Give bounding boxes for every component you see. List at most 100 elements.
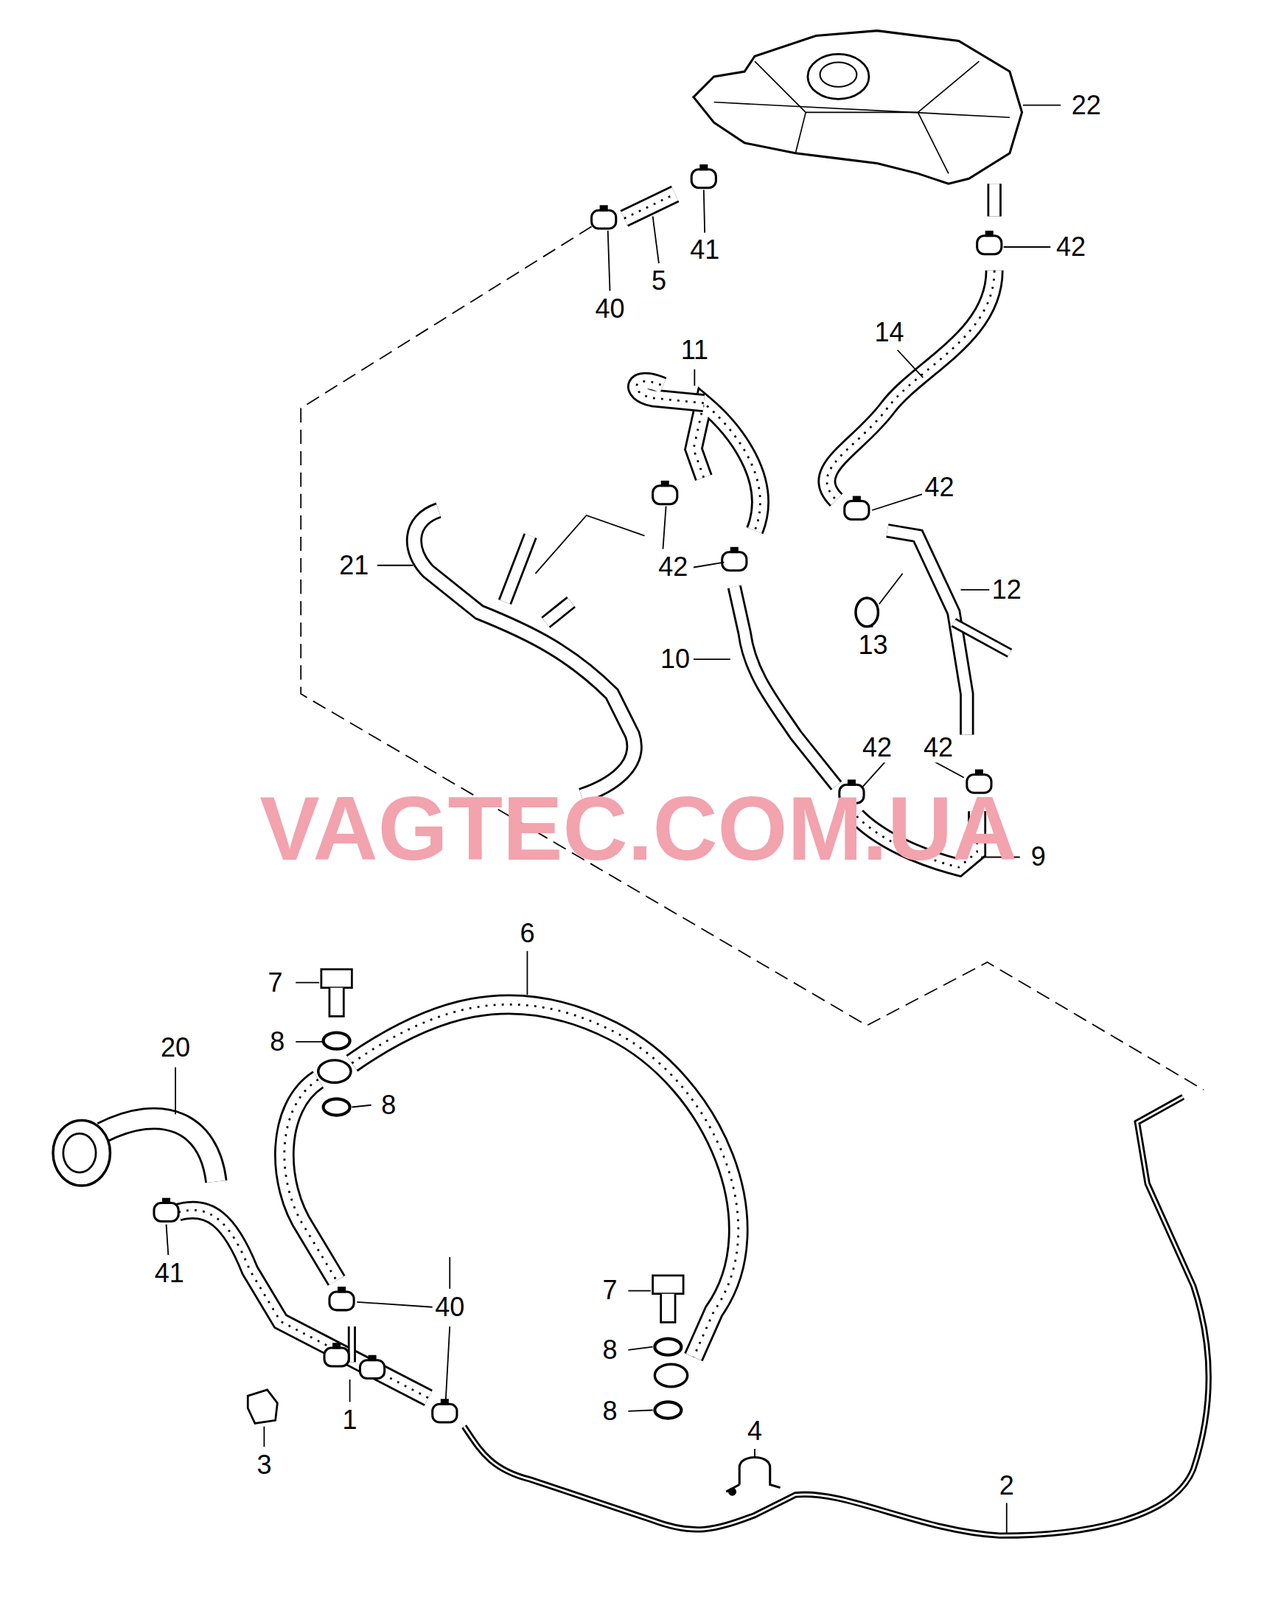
hose-clamp xyxy=(324,1347,349,1366)
callout-number: 5 xyxy=(649,266,669,296)
leader-line xyxy=(174,1067,177,1115)
pipe-branch xyxy=(504,535,531,603)
tank-outlet xyxy=(986,183,1001,216)
hose-clamp xyxy=(844,501,869,520)
clamp-tab xyxy=(337,1286,346,1293)
assembly-line xyxy=(300,226,1204,1090)
hose-clamp xyxy=(154,1202,179,1222)
flange xyxy=(53,1120,110,1186)
pipe-branch xyxy=(545,602,572,623)
elbow-pipe xyxy=(101,1118,216,1182)
elbow-pipe xyxy=(101,1118,216,1182)
callout-number: 40 xyxy=(432,1292,467,1322)
hose-clamp xyxy=(653,485,678,505)
leader-line xyxy=(1023,104,1061,107)
hose xyxy=(351,1003,738,1357)
flange xyxy=(63,1132,96,1172)
washer xyxy=(654,1401,682,1418)
bolt xyxy=(653,1275,684,1294)
callout-number: 4 xyxy=(745,1416,765,1447)
hose-clamp xyxy=(691,169,716,188)
gasket xyxy=(855,597,878,627)
leader-line xyxy=(627,1409,653,1410)
hose-clamp xyxy=(722,552,747,571)
clamp-tab xyxy=(985,230,994,237)
hose-clamp xyxy=(591,210,617,229)
hose xyxy=(624,193,676,219)
callout-number: 10 xyxy=(658,644,693,674)
leader-line xyxy=(662,505,666,549)
callout-number: 41 xyxy=(152,1258,187,1288)
leader-line xyxy=(1006,1502,1008,1534)
leader-line xyxy=(868,625,874,628)
leader-line xyxy=(703,190,705,233)
tank-rib xyxy=(917,112,949,174)
leader-line xyxy=(693,562,725,568)
clip-hole xyxy=(728,1487,737,1496)
leader-line xyxy=(879,573,903,605)
callout-number: 1 xyxy=(340,1404,360,1435)
callout-number: 3 xyxy=(254,1449,274,1480)
leader-line xyxy=(349,1379,351,1402)
leader-line xyxy=(693,658,731,660)
hose-texture xyxy=(624,193,676,219)
coolant-line xyxy=(464,1096,1209,1536)
tank-seam xyxy=(714,102,1010,118)
callout-number: 14 xyxy=(872,317,907,348)
expansion-tank xyxy=(693,30,1023,185)
leader-line xyxy=(295,1040,323,1043)
clamp-tab xyxy=(332,1342,341,1349)
tank-cap xyxy=(807,53,869,99)
pipe-branch xyxy=(504,535,531,603)
callout-number: 6 xyxy=(517,918,537,948)
callout-number: 20 xyxy=(158,1032,193,1063)
banjo-fitting xyxy=(318,1059,351,1082)
pipe xyxy=(734,586,836,786)
callout-number: 42 xyxy=(1053,232,1088,262)
callout-number: 7 xyxy=(266,967,286,998)
clamp-tab xyxy=(975,768,984,775)
callout-number: 8 xyxy=(599,1395,620,1426)
callout-number: 22 xyxy=(1069,90,1104,121)
callout-number: 7 xyxy=(599,1275,620,1306)
callout-number: 42 xyxy=(860,732,895,763)
pipe-branch xyxy=(545,602,572,623)
pipe xyxy=(887,530,968,735)
leader-line xyxy=(356,1301,432,1307)
clamp-tab xyxy=(368,1354,377,1361)
leader-line xyxy=(445,1325,451,1401)
clamp-tab xyxy=(852,496,861,502)
leader-line xyxy=(754,1448,756,1457)
clamp-tab xyxy=(699,164,708,171)
pipe-branch xyxy=(350,1325,355,1362)
washer xyxy=(323,1031,351,1049)
callout-number: 41 xyxy=(687,235,722,265)
hose xyxy=(826,270,995,500)
pipe xyxy=(887,530,968,735)
leader-line xyxy=(377,564,413,567)
bolt xyxy=(321,969,353,988)
hose xyxy=(636,381,704,404)
clamp-tab xyxy=(599,204,609,211)
hose xyxy=(693,403,760,531)
callout-number: 42 xyxy=(922,473,956,503)
tank-outlet xyxy=(989,183,1000,216)
leader-line xyxy=(448,1256,451,1289)
hose xyxy=(624,193,676,219)
clamp-tab xyxy=(730,546,739,553)
leader-line xyxy=(1003,246,1052,248)
hose-clamp xyxy=(432,1403,457,1422)
leader-line xyxy=(653,215,659,264)
clamp-tab xyxy=(661,480,670,487)
leader-line xyxy=(351,1104,371,1108)
callout-number: 11 xyxy=(678,335,711,365)
leader-line xyxy=(166,1224,169,1256)
hose-clamp xyxy=(359,1359,385,1379)
callout-number: 9 xyxy=(1028,842,1049,872)
coolant-line xyxy=(464,1096,1209,1536)
banjo-fitting xyxy=(654,1363,687,1386)
bolt xyxy=(329,987,344,1017)
leader-line xyxy=(627,1346,653,1350)
hose xyxy=(693,403,760,531)
